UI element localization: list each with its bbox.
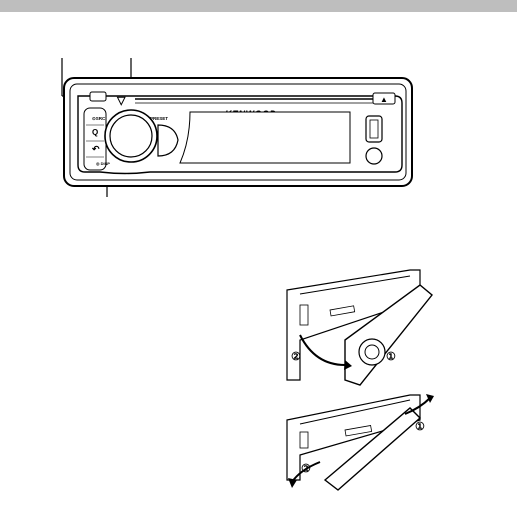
remove-figure: ① ② bbox=[287, 394, 434, 490]
display-window bbox=[180, 112, 350, 163]
swing-arrow bbox=[300, 335, 345, 365]
search-button[interactable]: Q bbox=[92, 128, 98, 137]
step-one-mark: ① bbox=[386, 351, 396, 363]
src-label: ⊙SRC bbox=[92, 116, 106, 121]
down-button[interactable]: ▽ bbox=[116, 95, 126, 107]
step-two-mark-2: ② bbox=[301, 463, 311, 475]
back-button[interactable]: ↶ bbox=[91, 144, 100, 154]
disp-label: ◎ DISP bbox=[96, 161, 110, 166]
control-knob[interactable] bbox=[110, 115, 152, 157]
step-one-mark-2: ① bbox=[415, 421, 425, 433]
aux-jack bbox=[366, 148, 382, 164]
detach-figure: ① ② bbox=[287, 270, 432, 385]
step-two-mark: ② bbox=[291, 351, 301, 363]
front-panel-figure: ▽ ▲ ⊙SRC Q ↶ ◎ DISP PRESET KENWOOD bbox=[62, 58, 412, 197]
release-button[interactable] bbox=[90, 92, 106, 101]
faceplate-knob-center bbox=[365, 345, 379, 359]
preset-label: PRESET bbox=[150, 116, 168, 121]
eject-label: ▲ bbox=[380, 95, 388, 104]
